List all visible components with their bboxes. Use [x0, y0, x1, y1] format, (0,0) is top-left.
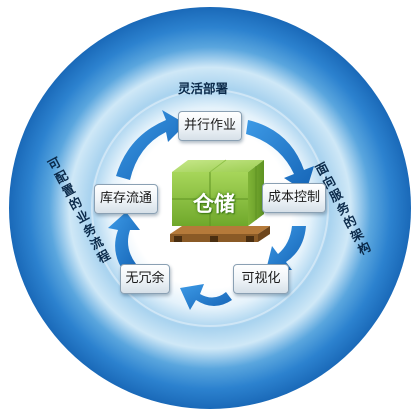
- step-box-inventory-flow[interactable]: 库存流通: [94, 184, 158, 214]
- step-box-visualization[interactable]: 可视化: [233, 264, 289, 294]
- step-box-cost-control[interactable]: 成本控制: [262, 183, 326, 213]
- inner-ring-edge: [91, 89, 329, 327]
- warehouse-pallet-boxes-icon: [170, 159, 270, 242]
- center-title: 仓储: [193, 192, 235, 216]
- ring-label-top: 灵活部署: [178, 81, 229, 96]
- step-box-no-redundancy[interactable]: 无冗余: [120, 264, 170, 294]
- cycle-arrow-icon: [108, 110, 314, 310]
- step-box-parallel-ops[interactable]: 并行作业: [178, 111, 242, 141]
